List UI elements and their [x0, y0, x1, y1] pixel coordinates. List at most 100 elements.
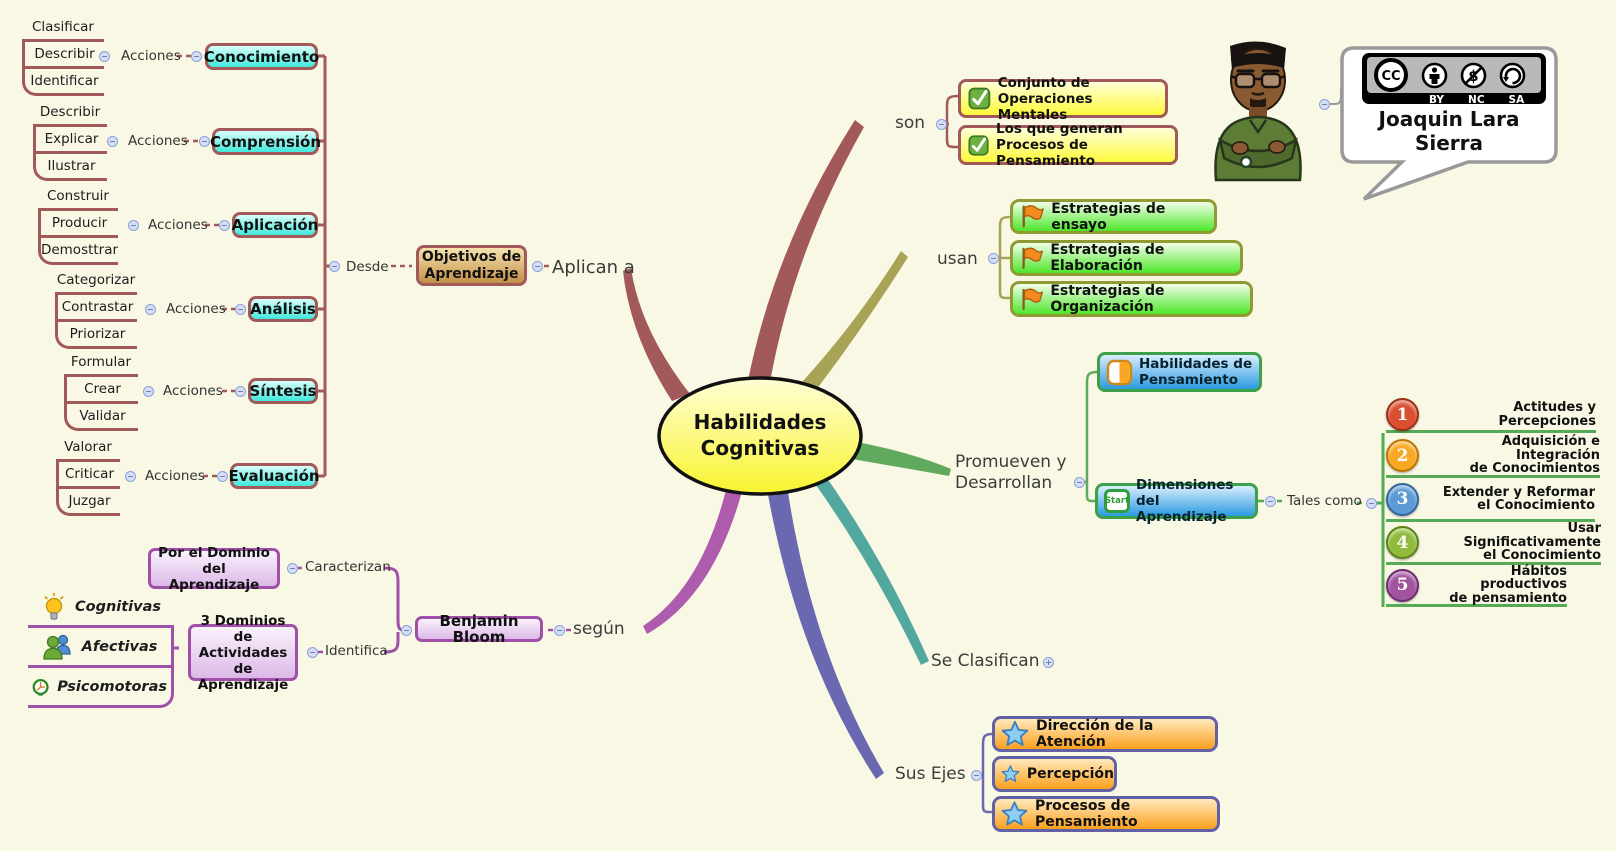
collapse-icon[interactable]	[532, 261, 543, 272]
acciones-label[interactable]: Acciones	[148, 217, 208, 233]
topic-analisis[interactable]: Análisis	[248, 296, 318, 322]
ejes-item-box[interactable]: Percepción	[992, 756, 1117, 792]
collapse-icon[interactable]	[217, 471, 228, 482]
usan-item-box[interactable]: Estrategias de Organización	[1010, 281, 1253, 317]
bloom-box[interactable]: Benjamin Bloom	[415, 613, 543, 645]
collapse-icon[interactable]	[1366, 498, 1377, 509]
list-item[interactable]: Validar	[64, 404, 138, 431]
list-item[interactable]: Valorar	[56, 435, 120, 462]
caracterizan-label[interactable]: Caracterizan	[305, 559, 391, 575]
list-item[interactable]: Formular	[64, 350, 138, 377]
list-item[interactable]: Priorizar	[55, 322, 137, 349]
collapse-icon[interactable]	[287, 563, 298, 574]
list-item[interactable]: Crear	[64, 377, 138, 404]
tales-item[interactable]: 2 Adquisición e Integración de Conocimie…	[1386, 435, 1600, 478]
list-item[interactable]: Demosttrar	[38, 238, 118, 265]
collapse-icon[interactable]	[235, 304, 246, 315]
branch-label-clasifican[interactable]: Se Clasifican	[931, 651, 1040, 671]
dimensiones-box[interactable]: Start Dimensiones del Aprendizaje	[1095, 477, 1258, 525]
collapse-icon[interactable]	[971, 770, 982, 781]
list-item[interactable]: Categorizar	[55, 268, 137, 295]
collapse-icon[interactable]	[107, 136, 118, 147]
branch-label-usan[interactable]: usan	[937, 249, 978, 269]
son-item-box[interactable]: Los que generan Procesos de Pensamiento	[958, 121, 1178, 169]
ejes-item-label: Procesos de Pensamiento	[1034, 798, 1138, 830]
tales-item[interactable]: 5 Hábitos productivos de pensamiento	[1386, 565, 1567, 607]
tales-como-label[interactable]: Tales como	[1287, 493, 1362, 509]
collapse-icon[interactable]	[1265, 496, 1276, 507]
collapse-icon[interactable]	[988, 253, 999, 264]
list-item[interactable]: Criticar	[56, 462, 120, 489]
branch-label-promueven[interactable]: Promueven y Desarrollan	[955, 452, 1067, 493]
acciones-label[interactable]: Acciones	[166, 301, 226, 317]
tales-item[interactable]: 4 Usar Significativamente el Conocimient…	[1386, 522, 1601, 565]
topic-aplicacion[interactable]: Aplicación	[232, 212, 318, 238]
central-topic-shape[interactable]	[657, 376, 863, 496]
list-item[interactable]: Ilustrar	[33, 154, 107, 181]
avatar	[1214, 41, 1302, 182]
topic-sintesis[interactable]: Síntesis	[248, 378, 318, 404]
son-item-box[interactable]: Conjunto de Operaciones Mentales	[958, 75, 1168, 123]
collapse-icon[interactable]	[1074, 477, 1085, 488]
acciones-label[interactable]: Acciones	[145, 468, 205, 484]
identifica-label[interactable]: Identifica	[325, 643, 388, 659]
list-item[interactable]: Psicomotoras	[28, 668, 174, 708]
ejes-item-box[interactable]: Dirección de la Atención	[992, 716, 1218, 752]
list-item[interactable]: Juzgar	[56, 489, 120, 516]
list-item[interactable]: Describir	[33, 100, 107, 127]
list-item[interactable]: Contrastar	[55, 295, 137, 322]
collapse-icon[interactable]	[219, 220, 230, 231]
branch-label-segun[interactable]: según	[573, 619, 625, 639]
usan-item-box[interactable]: Estrategias de Elaboración	[1010, 240, 1243, 276]
collapse-icon[interactable]	[128, 220, 139, 231]
por-dominio-box[interactable]: Por el Dominio del Aprendizaje	[148, 545, 280, 593]
acciones-label[interactable]: Acciones	[128, 133, 188, 149]
cc-license-badge[interactable]: CC $ BY NC SA	[1362, 53, 1546, 106]
usan-item-box[interactable]: Estrategias de ensayo	[1010, 199, 1217, 234]
collapse-icon[interactable]	[307, 647, 318, 658]
branch-label-aplican[interactable]: Aplican a	[552, 257, 635, 278]
tres-dominios-box[interactable]: 3 Dominios de Actividades de Aprendizaje	[188, 613, 298, 693]
list-item[interactable]: Clasificar	[22, 15, 104, 42]
tales-item[interactable]: 1 Actitudes y Percepciones	[1386, 398, 1596, 433]
list-item[interactable]: Construir	[38, 184, 118, 211]
list-item[interactable]: Explicar	[33, 127, 107, 154]
author-name: Joaquin Lara Sierra	[1378, 107, 1520, 155]
acciones-label[interactable]: Acciones	[121, 48, 181, 64]
topic-comprension[interactable]: Comprensión	[210, 128, 321, 155]
topic-evaluacion[interactable]: Evaluación	[228, 463, 320, 489]
list-item[interactable]: Identificar	[22, 69, 104, 96]
collapse-icon[interactable]	[329, 261, 340, 272]
collapse-icon[interactable]	[191, 51, 202, 62]
collapse-icon[interactable]	[1319, 99, 1330, 110]
desde-label[interactable]: Desde	[346, 259, 389, 275]
cc-sa-icon	[1499, 62, 1526, 88]
habilidades-pensamiento-box[interactable]: Habilidades de Pensamiento	[1097, 352, 1262, 392]
list-item[interactable]: Afectivas	[28, 628, 174, 668]
collapse-icon[interactable]	[554, 625, 565, 636]
collapse-icon[interactable]	[401, 625, 412, 636]
collapse-icon[interactable]	[143, 386, 154, 397]
cc-by-icon	[1421, 62, 1448, 88]
list-item[interactable]: Describir	[22, 42, 104, 69]
acciones-label[interactable]: Acciones	[163, 383, 223, 399]
number-4-icon: 4	[1386, 526, 1419, 559]
collapse-icon[interactable]	[145, 304, 156, 315]
collapse-icon[interactable]	[936, 119, 947, 130]
people-icon	[42, 634, 71, 660]
objetivos-box[interactable]: Objetivos de Aprendizaje	[416, 245, 527, 286]
topic-conocimiento[interactable]: Conocimiento	[204, 43, 319, 70]
collapse-icon[interactable]	[199, 136, 210, 147]
collapse-icon[interactable]	[235, 386, 246, 397]
collapse-icon[interactable]	[125, 471, 136, 482]
ejes-item-box[interactable]: Procesos de Pensamiento	[992, 796, 1220, 832]
branch-label-ejes[interactable]: Sus Ejes	[895, 764, 966, 784]
tales-item[interactable]: 3 Extender y Reformar el Conocimiento	[1386, 479, 1595, 522]
collapse-icon[interactable]	[99, 51, 110, 62]
list-item[interactable]: Producir	[38, 211, 118, 238]
expand-icon[interactable]	[1043, 657, 1054, 668]
list-item[interactable]: Cognitivas	[28, 588, 174, 628]
central-topic[interactable]: Habilidades Cognitivas	[693, 410, 827, 460]
dominio-label: Psicomotoras	[57, 678, 167, 695]
branch-label-son[interactable]: son	[895, 113, 926, 133]
